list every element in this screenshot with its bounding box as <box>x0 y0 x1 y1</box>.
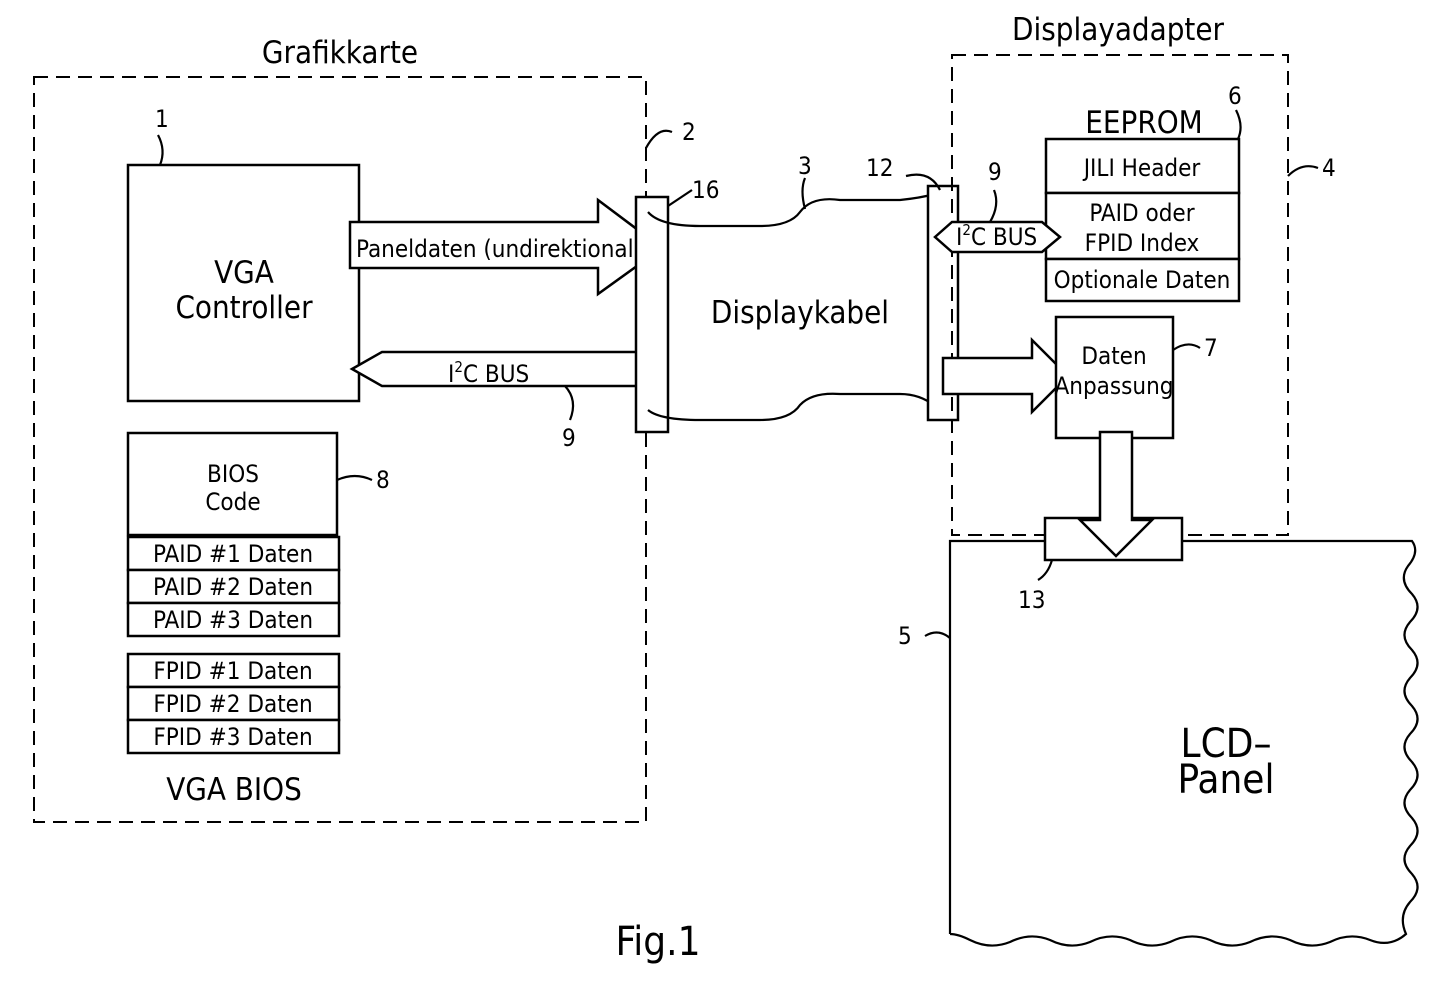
vga-controller-ref: 1 <box>155 105 169 133</box>
eeprom-ref-leader <box>1236 110 1241 139</box>
bios-ref: 8 <box>376 466 390 494</box>
cable-label: Displaykabel <box>711 295 889 331</box>
eeprom-row-2: PAID oder <box>1089 199 1194 227</box>
bios-code-line2: Code <box>205 488 260 516</box>
connector-right-ref: 12 <box>866 154 893 182</box>
eeprom-row-1: JILI Header <box>1082 154 1201 182</box>
vga-controller-ref-leader <box>158 135 163 165</box>
daten-input-arrow <box>943 340 1068 412</box>
daten-anpassung-ref-leader <box>1173 344 1200 350</box>
i2c-bus-left-ref-leader <box>565 386 573 420</box>
grafikkarte-title: Grafikkarte <box>262 35 418 71</box>
lcd-panel-ref: 5 <box>898 622 912 650</box>
eeprom-ref: 6 <box>1228 82 1242 110</box>
cable-ref: 3 <box>798 152 812 180</box>
connector-left-ref: 16 <box>692 176 719 204</box>
connector-left-ref-leader <box>668 190 692 206</box>
fpid-row-1: FPID #1 Daten <box>153 657 312 685</box>
lcd-panel-ref-leader <box>925 632 950 638</box>
vga-controller-line1: VGA <box>214 255 274 291</box>
i2c-bus-right-ref-leader <box>990 190 996 222</box>
bios-ref-leader <box>337 476 372 480</box>
figure-label: Fig.1 <box>616 919 701 965</box>
daten-anpassung-line2: Anpassung <box>1055 372 1174 400</box>
displayadapter-ref: 4 <box>1322 154 1336 182</box>
paid-row-1: PAID #1 Daten <box>153 540 313 568</box>
panel-connector-ref: 13 <box>1018 586 1045 614</box>
displayadapter-ref-leader <box>1288 166 1318 176</box>
eeprom-row-4: Optionale Daten <box>1054 266 1231 294</box>
lcd-panel-line2: Panel <box>1178 757 1275 803</box>
connector-left <box>636 197 668 432</box>
paid-row-3: PAID #3 Daten <box>153 606 313 634</box>
cable-bottom-edge <box>648 394 935 420</box>
bios-code-line1: BIOS <box>207 460 259 488</box>
i2c-bus-right-ref: 9 <box>988 158 1002 186</box>
fpid-row-2: FPID #2 Daten <box>153 690 312 718</box>
displayadapter-title: Displayadapter <box>1012 12 1225 48</box>
eeprom-title: EEPROM <box>1085 105 1202 141</box>
eeprom-row-3: FPID Index <box>1085 229 1200 257</box>
daten-anpassung-ref: 7 <box>1204 334 1218 362</box>
paid-row-2: PAID #2 Daten <box>153 573 313 601</box>
vga-bios-label: VGA BIOS <box>166 772 302 808</box>
cable-ref-leader <box>803 178 806 209</box>
grafikkarte-ref-leader <box>646 131 672 148</box>
panel-connector-ref-leader <box>1038 560 1052 580</box>
paneldaten-arrow-label: Paneldaten (undirektional) <box>356 235 642 263</box>
grafikkarte-ref: 2 <box>682 118 696 146</box>
daten-anpassung-line1: Daten <box>1081 342 1146 370</box>
fpid-row-3: FPID #3 Daten <box>153 723 312 751</box>
vga-controller-line2: Controller <box>175 290 313 326</box>
i2c-bus-left-ref: 9 <box>562 424 576 452</box>
